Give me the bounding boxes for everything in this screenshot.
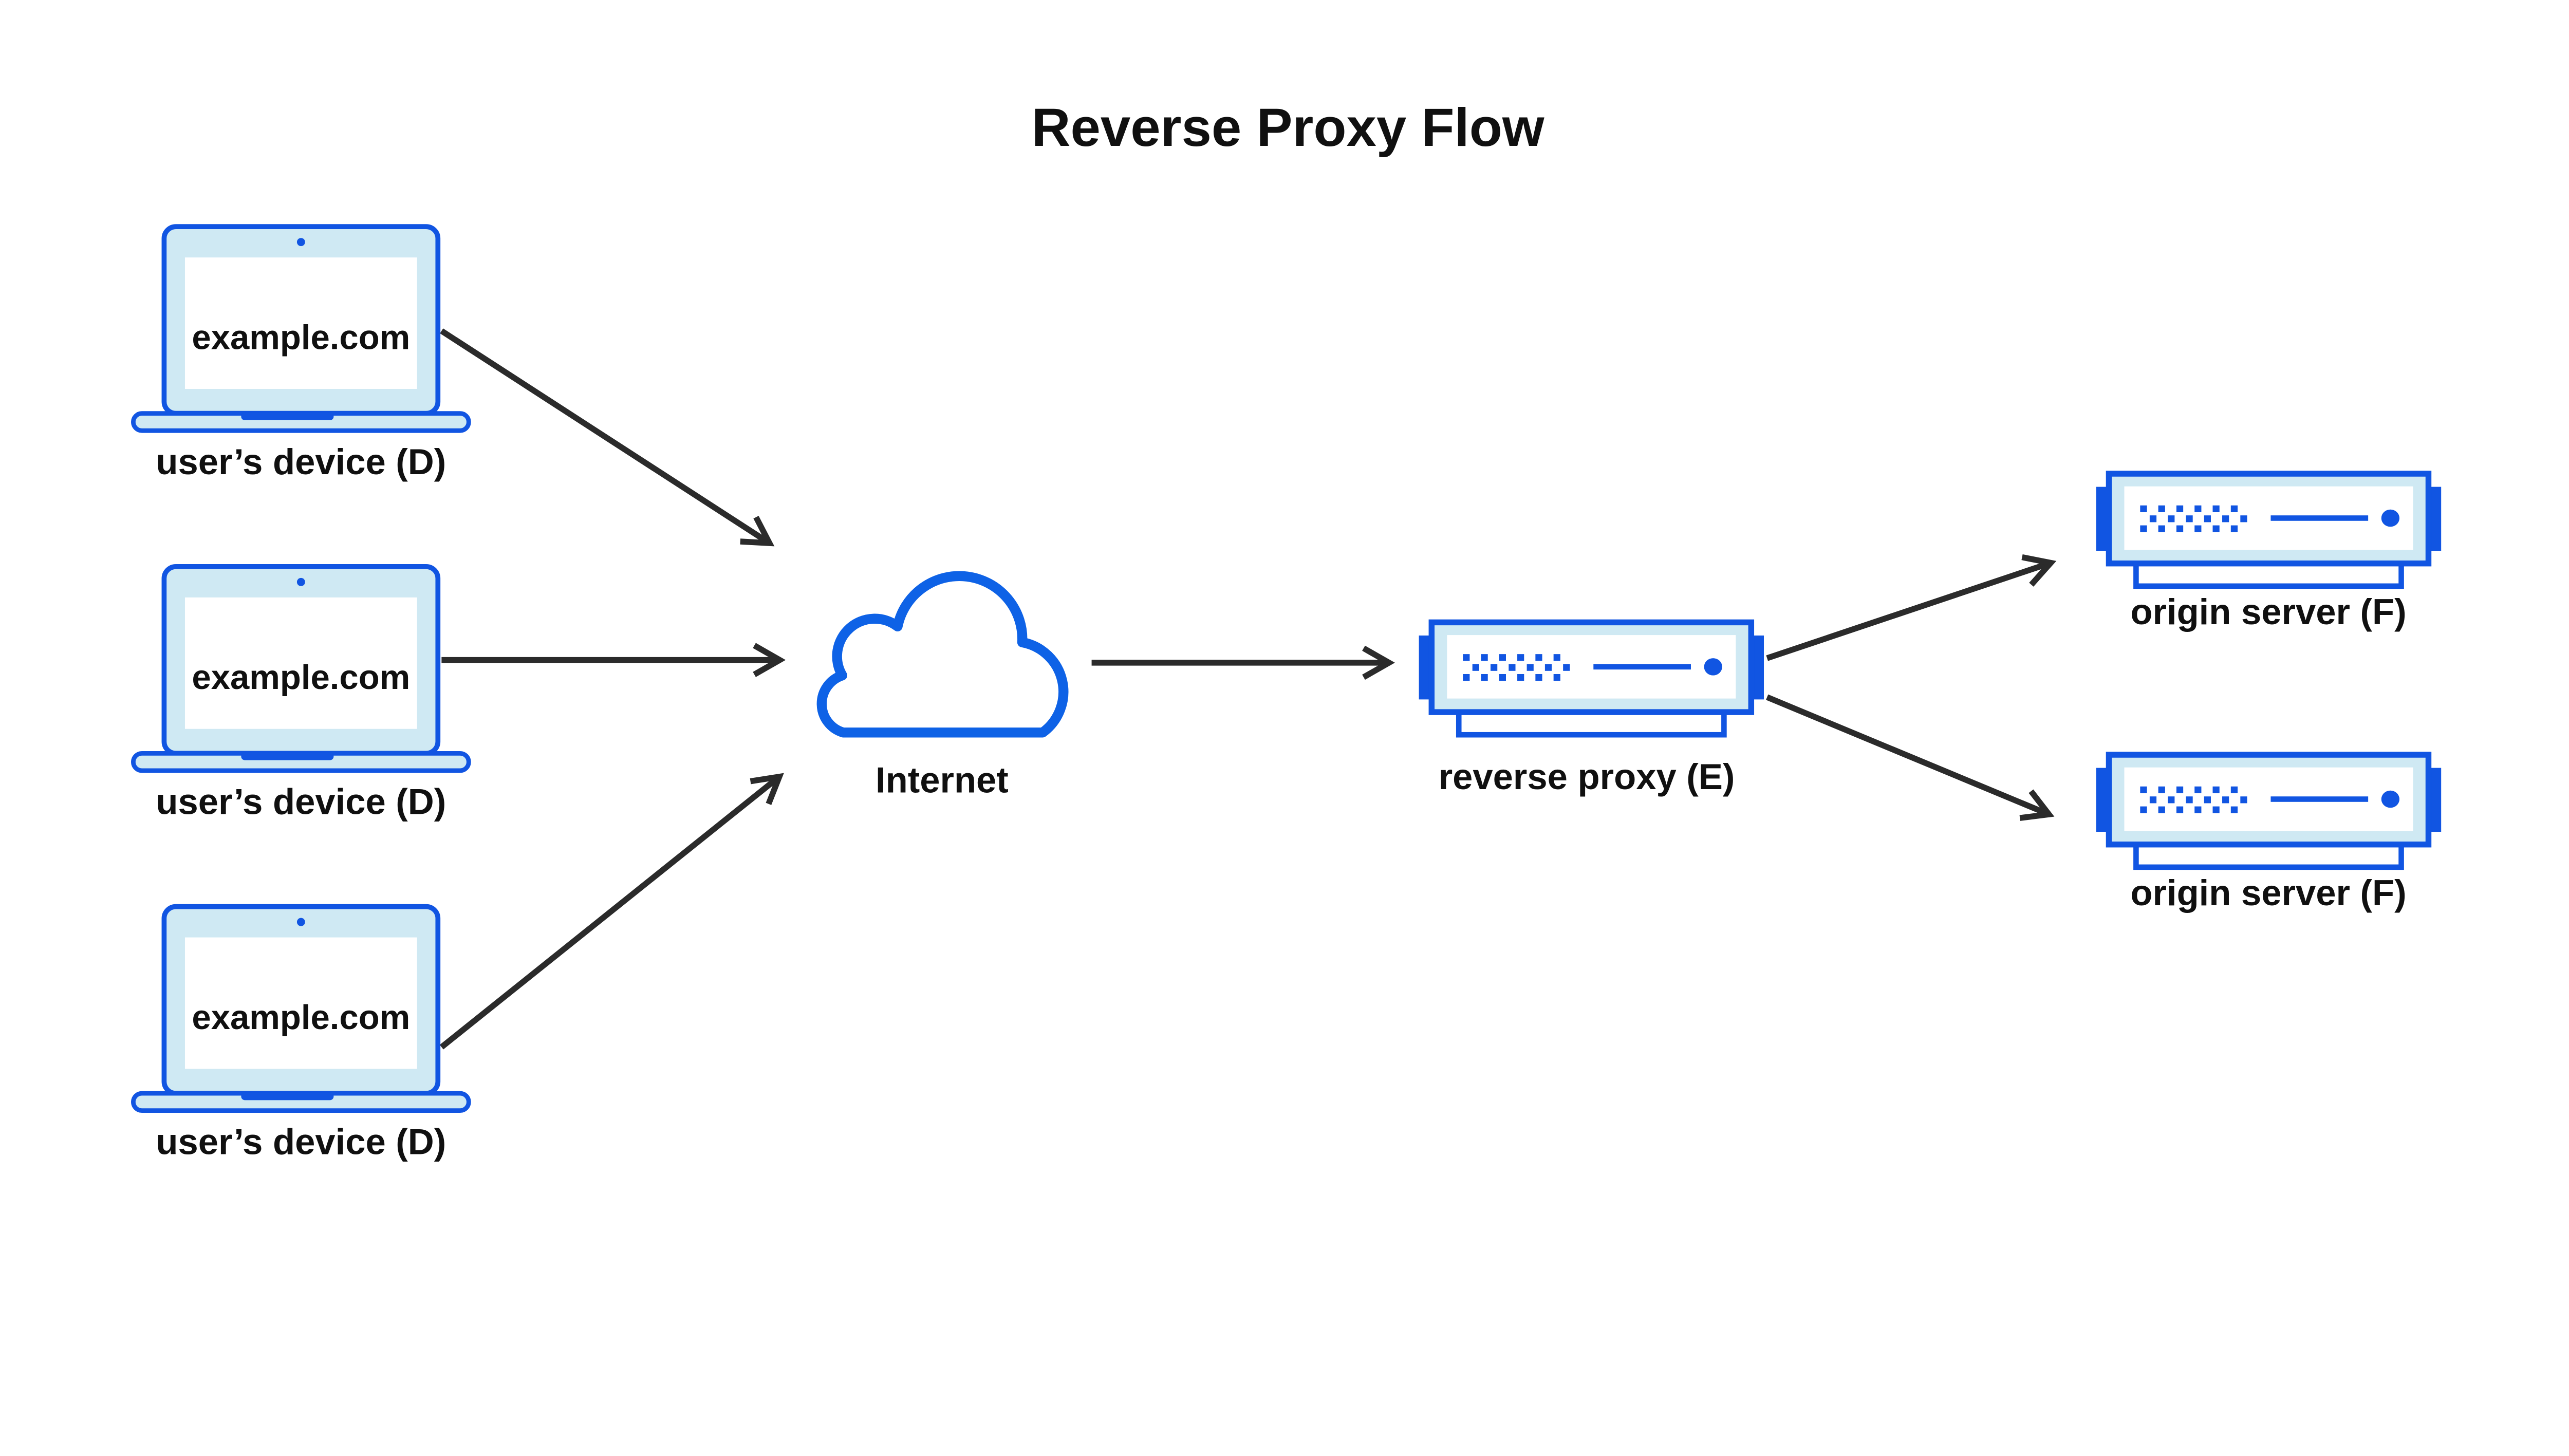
device-label: user’s device (D) [156,781,446,822]
user-device-1: example.com user’s device (D) [133,227,469,482]
server-icon [2096,474,2441,586]
origin-server-2: origin server (F) [2096,755,2441,913]
origin-server-label: origin server (F) [2130,872,2406,913]
diagram-canvas: Reverse Proxy Flow example.com user’s de… [0,98,2569,1162]
device-label: user’s device (D) [156,441,446,482]
edges [439,328,2057,1050]
internet: Internet [816,571,1069,800]
page-title: Reverse Proxy Flow [1032,98,1544,158]
reverse-proxy-flow-diagram: Reverse Proxy Flow example.com user’s de… [0,98,2569,1162]
arrow-proxy-to-origin1 [1766,554,2057,661]
device-label: user’s device (D) [156,1121,446,1162]
device-screen-text: example.com [192,658,410,697]
arrow-device3-to-internet [439,773,784,1050]
server-icon [1419,622,1764,735]
device-screen-text: example.com [192,998,410,1037]
reverse-proxy-label: reverse proxy (E) [1439,756,1735,797]
internet-label: Internet [876,759,1009,800]
arrow-device1-to-internet [440,328,775,547]
server-icon [2096,755,2441,867]
origin-server-label: origin server (F) [2130,591,2406,632]
cloud-icon [816,571,1069,738]
device-screen-text: example.com [192,318,410,357]
reverse-proxy: reverse proxy (E) [1419,622,1764,797]
user-device-3: example.com user’s device (D) [133,907,469,1162]
origin-server-1: origin server (F) [2096,474,2441,632]
user-device-2: example.com user’s device (D) [133,567,469,822]
arrow-proxy-to-origin2 [1766,694,2055,821]
